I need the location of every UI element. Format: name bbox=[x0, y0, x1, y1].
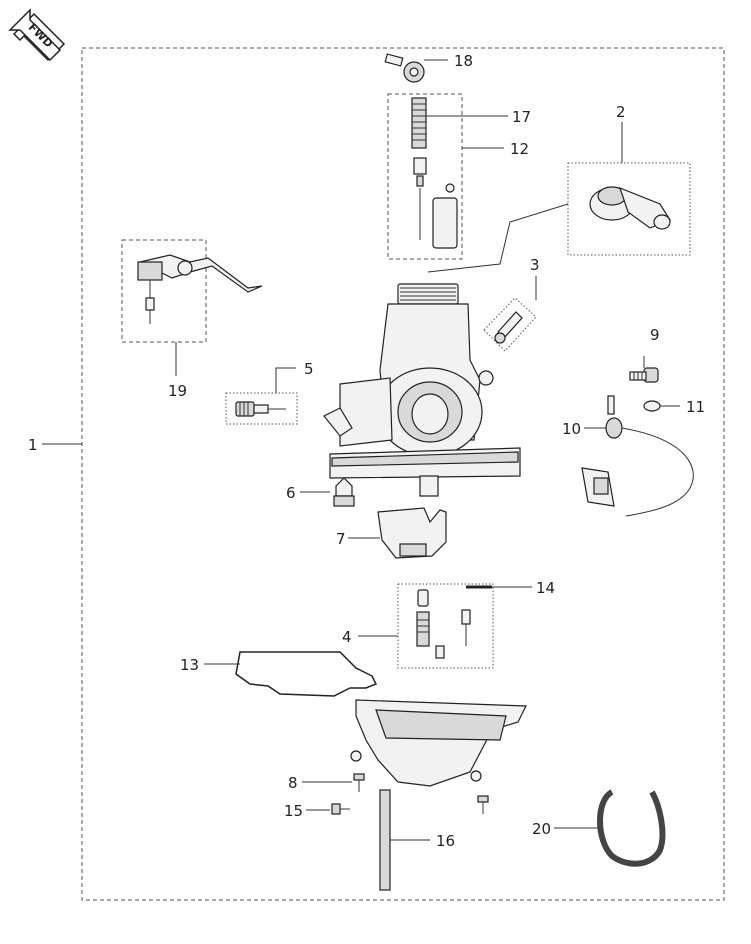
part-7-float bbox=[377, 507, 447, 559]
leader-lines bbox=[42, 59, 680, 841]
callout-17: 17 bbox=[512, 108, 531, 126]
part-6-float-valve bbox=[333, 477, 355, 507]
part-12-needle-set bbox=[413, 157, 458, 249]
part-17-spring bbox=[411, 97, 427, 149]
box-4 bbox=[397, 583, 494, 669]
float-chamber bbox=[350, 699, 527, 787]
callout-1: 1 bbox=[28, 436, 38, 454]
part-5-choke-plunger bbox=[235, 401, 286, 417]
callout-14: 14 bbox=[536, 579, 555, 597]
part-3-pilot-screw bbox=[494, 311, 523, 344]
part-20-hose bbox=[597, 789, 666, 867]
part-2-top-cap bbox=[589, 186, 671, 230]
part-16-tube bbox=[379, 789, 391, 891]
screw-right bbox=[477, 795, 489, 814]
part-11-washer bbox=[643, 400, 661, 412]
part-1-carburetor-body bbox=[323, 283, 521, 497]
callout-4: 4 bbox=[342, 628, 352, 646]
assembly-boundary bbox=[81, 47, 725, 901]
callout-5: 5 bbox=[304, 360, 314, 378]
part-10-sensor-harness bbox=[581, 395, 694, 517]
callout-7: 7 bbox=[336, 530, 346, 548]
callout-2: 2 bbox=[616, 103, 626, 121]
callout-20: 20 bbox=[532, 820, 551, 838]
callout-11: 11 bbox=[686, 398, 705, 416]
box-5 bbox=[225, 392, 298, 425]
part-9-screw bbox=[629, 367, 659, 383]
callout-8: 8 bbox=[288, 774, 298, 792]
callout-9: 9 bbox=[650, 326, 660, 344]
box-19 bbox=[121, 239, 207, 343]
callout-6: 6 bbox=[286, 484, 296, 502]
part-8-screw bbox=[353, 773, 365, 792]
fwd-arrow-icon: FWD bbox=[8, 8, 66, 62]
callout-16: 16 bbox=[436, 832, 455, 850]
callout-13: 13 bbox=[180, 656, 199, 674]
box-2 bbox=[567, 162, 691, 256]
part-18-screw bbox=[384, 53, 425, 83]
callout-12: 12 bbox=[510, 140, 529, 158]
callout-18: 18 bbox=[454, 52, 473, 70]
callout-19: 19 bbox=[168, 382, 187, 400]
box-12 bbox=[387, 93, 463, 260]
part-15-screw bbox=[331, 803, 350, 815]
part-4-jet-set bbox=[416, 589, 471, 659]
part-19-choke-lever bbox=[137, 254, 263, 324]
callout-3: 3 bbox=[530, 256, 540, 274]
callout-15: 15 bbox=[284, 802, 303, 820]
callout-10: 10 bbox=[562, 420, 581, 438]
part-13-gasket bbox=[235, 651, 378, 697]
